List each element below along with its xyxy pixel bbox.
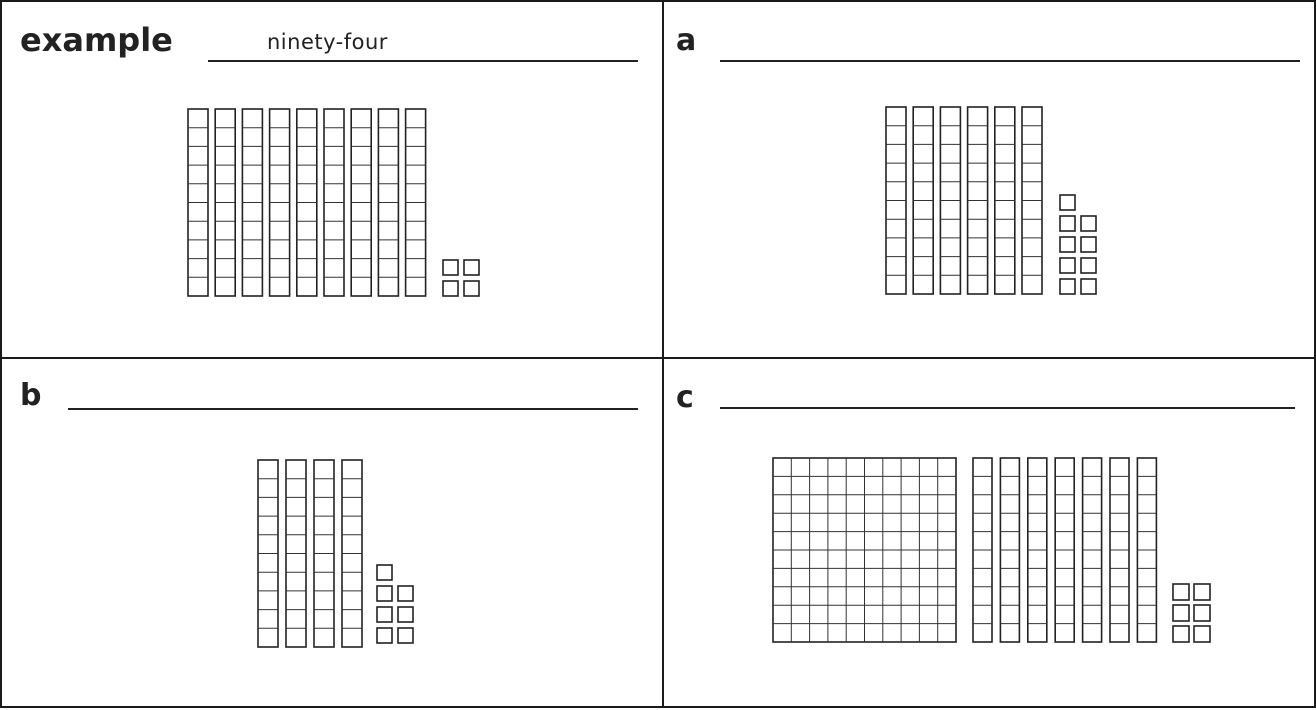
ten-rod	[886, 107, 906, 294]
unit-cube	[377, 628, 392, 643]
unit-cube	[1081, 279, 1096, 294]
unit-cube	[1173, 626, 1189, 642]
unit-cube	[377, 607, 392, 622]
ten-rod	[324, 109, 344, 296]
unit-cube	[398, 607, 413, 622]
ten-rod	[314, 460, 334, 647]
ten-rod	[1083, 458, 1102, 642]
ten-rod	[342, 460, 362, 647]
ten-rod	[1137, 458, 1156, 642]
panel-c-base-ten-blocks	[664, 359, 1316, 710]
panel-b: b	[0, 357, 664, 708]
unit-cube	[1060, 258, 1075, 273]
unit-cube	[1173, 584, 1189, 600]
ten-rod	[297, 109, 317, 296]
example-base-ten-blocks	[2, 2, 666, 361]
ten-rod	[286, 460, 306, 647]
ten-rod	[188, 109, 208, 296]
unit-cube	[1060, 195, 1075, 210]
unit-cube	[443, 260, 458, 275]
ten-rod	[406, 109, 426, 296]
unit-cube	[377, 586, 392, 601]
unit-cube	[398, 586, 413, 601]
unit-cube	[464, 260, 479, 275]
panel-a-base-ten-blocks	[664, 2, 1316, 361]
ten-rod	[242, 109, 262, 296]
ten-rod	[995, 107, 1015, 294]
ten-rod	[913, 107, 933, 294]
panel-a: a	[662, 0, 1316, 359]
unit-cube	[1060, 216, 1075, 231]
hundred-flat	[773, 458, 956, 642]
ten-rod	[1055, 458, 1074, 642]
ten-rod	[215, 109, 235, 296]
unit-cube	[398, 628, 413, 643]
panel-c: c	[662, 357, 1316, 708]
panel-b-base-ten-blocks	[2, 359, 666, 710]
unit-cube	[1060, 237, 1075, 252]
ten-rod	[1110, 458, 1129, 642]
unit-cube	[1173, 605, 1189, 621]
unit-cube	[377, 565, 392, 580]
ten-rod	[270, 109, 290, 296]
unit-cube	[1081, 258, 1096, 273]
ten-rod	[968, 107, 988, 294]
ten-rod	[1028, 458, 1047, 642]
unit-cube	[1194, 626, 1210, 642]
ten-rod	[1000, 458, 1019, 642]
unit-cube	[464, 281, 479, 296]
ten-rod	[973, 458, 992, 642]
ten-rod	[940, 107, 960, 294]
ten-rod	[1022, 107, 1042, 294]
ten-rod	[258, 460, 278, 647]
unit-cube	[1194, 584, 1210, 600]
unit-cube	[1081, 216, 1096, 231]
unit-cube	[1194, 605, 1210, 621]
ten-rod	[378, 109, 398, 296]
unit-cube	[1060, 279, 1075, 294]
unit-cube	[443, 281, 458, 296]
unit-cube	[1081, 237, 1096, 252]
example-panel: example ninety-four	[0, 0, 664, 359]
ten-rod	[351, 109, 371, 296]
